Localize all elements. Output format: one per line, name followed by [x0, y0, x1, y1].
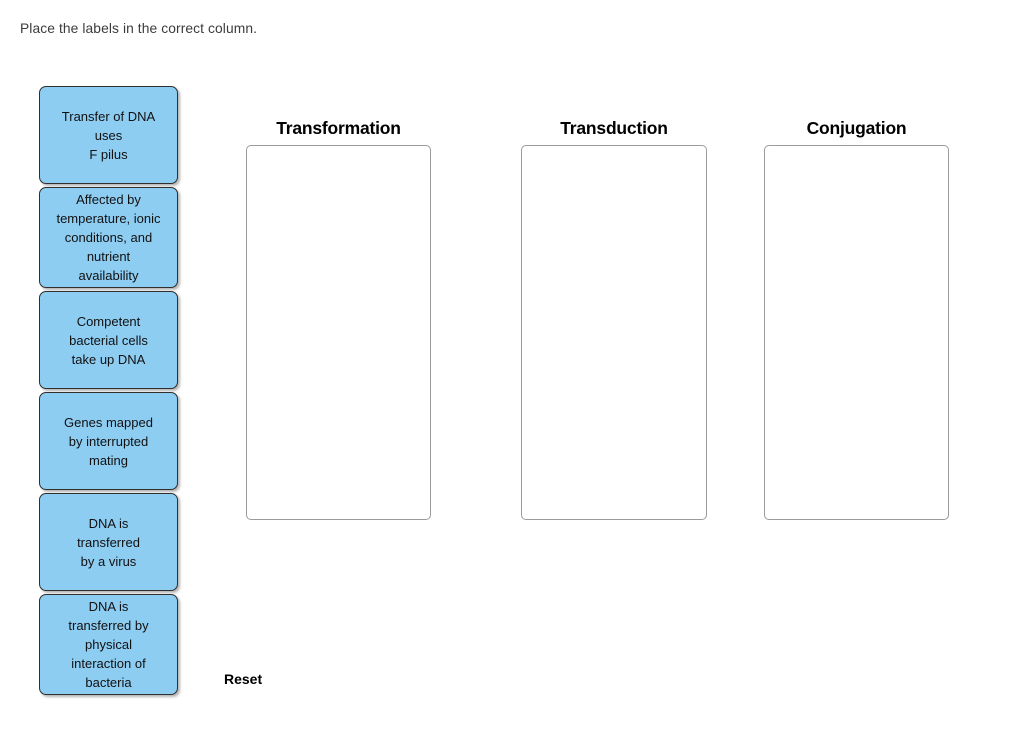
column-transformation: Transformation: [246, 118, 431, 520]
drop-zone-conjugation[interactable]: [764, 145, 949, 520]
column-header: Transformation: [276, 118, 401, 138]
drop-zone-transformation[interactable]: [246, 145, 431, 520]
column-header: Transduction: [560, 118, 668, 138]
column-transduction: Transduction: [521, 118, 707, 520]
column-header: Conjugation: [806, 118, 907, 138]
drop-zone-transduction[interactable]: [521, 145, 707, 520]
instruction-text: Place the labels in the correct column.: [20, 21, 258, 36]
column-conjugation: Conjugation: [764, 118, 949, 520]
reset-button[interactable]: Reset: [224, 671, 263, 687]
